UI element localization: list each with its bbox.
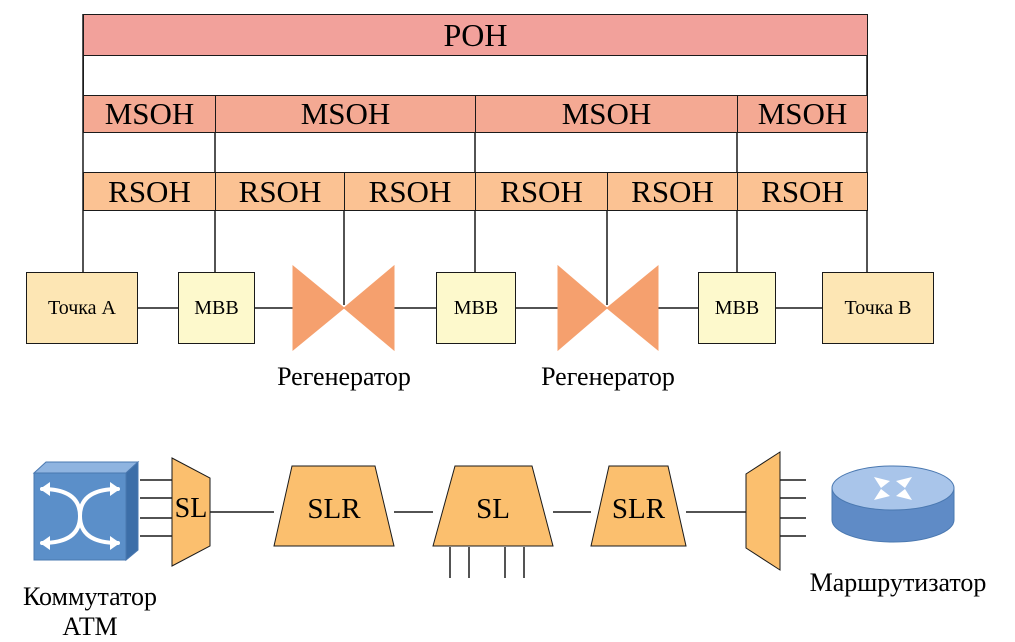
regenerator-1-symbol (292, 264, 395, 352)
regenerator-2-caption: Регенератор (541, 362, 675, 391)
rsoh-label: RSOH (368, 173, 452, 209)
msoh-segment-3: MSOH (475, 95, 738, 133)
rsoh-segment-1: RSOH (83, 172, 216, 211)
rsoh-label: RSOH (761, 173, 844, 209)
slr-1-label: SLR (307, 493, 361, 525)
mbb-label: МВВ (714, 296, 760, 319)
msoh-label: MSOH (561, 96, 652, 131)
mbb-node-2: МВВ (436, 272, 516, 344)
switch-caption-line2: АТМ (62, 612, 118, 641)
point-b-label: Точка В (844, 296, 912, 319)
rsoh-segment-6: RSOH (737, 172, 868, 211)
router-icon (831, 465, 955, 543)
msoh-label: MSOH (104, 96, 195, 131)
msoh-segment-1: MSOH (83, 95, 216, 133)
rsoh-label: RSOH (631, 173, 714, 209)
mbb-label: МВВ (453, 296, 499, 319)
slr-2-label: SLR (611, 493, 666, 525)
poh-label: POH (443, 16, 508, 53)
regenerator-1-caption: Регенератор (277, 362, 411, 391)
point-b-node: Точка В (822, 272, 934, 344)
msoh-label: MSOH (757, 96, 848, 131)
rsoh-label: RSOH (238, 173, 322, 209)
sl-left-label: SL (174, 493, 208, 524)
router-caption: Маршрутизатор (809, 568, 987, 597)
point-a-label: Точка А (48, 296, 116, 319)
sl-middle-label: SL (476, 493, 510, 525)
rsoh-segment-2: RSOH (215, 172, 345, 211)
rsoh-segment-3: RSOH (344, 172, 476, 211)
poh-gap (83, 56, 868, 95)
atm-switch-icon (32, 460, 140, 562)
rsoh-label: RSOH (108, 173, 191, 209)
rsoh-label: RSOH (500, 173, 583, 209)
mbb-node-1: МВВ (178, 272, 255, 344)
msoh-label: MSOH (300, 96, 391, 131)
sl-left-shape (171, 457, 211, 567)
point-a-node: Точка А (26, 272, 138, 344)
mbb-node-3: МВВ (698, 272, 776, 344)
mbb-label: МВВ (194, 296, 239, 319)
msoh-segment-4: MSOH (737, 95, 868, 133)
msoh-segment-2: MSOH (215, 95, 476, 133)
sl-middle-shape (432, 465, 554, 547)
rsoh-segment-5: RSOH (607, 172, 738, 211)
rsoh-segment-4: RSOH (475, 172, 608, 211)
poh-bar: POH (83, 14, 868, 56)
regenerator-2-symbol (557, 264, 659, 352)
slr-1-shape (273, 465, 395, 547)
slr-2-shape (590, 465, 687, 547)
mux-right-shape (745, 451, 781, 571)
switch-caption-line1: Коммутатор (22, 582, 158, 611)
